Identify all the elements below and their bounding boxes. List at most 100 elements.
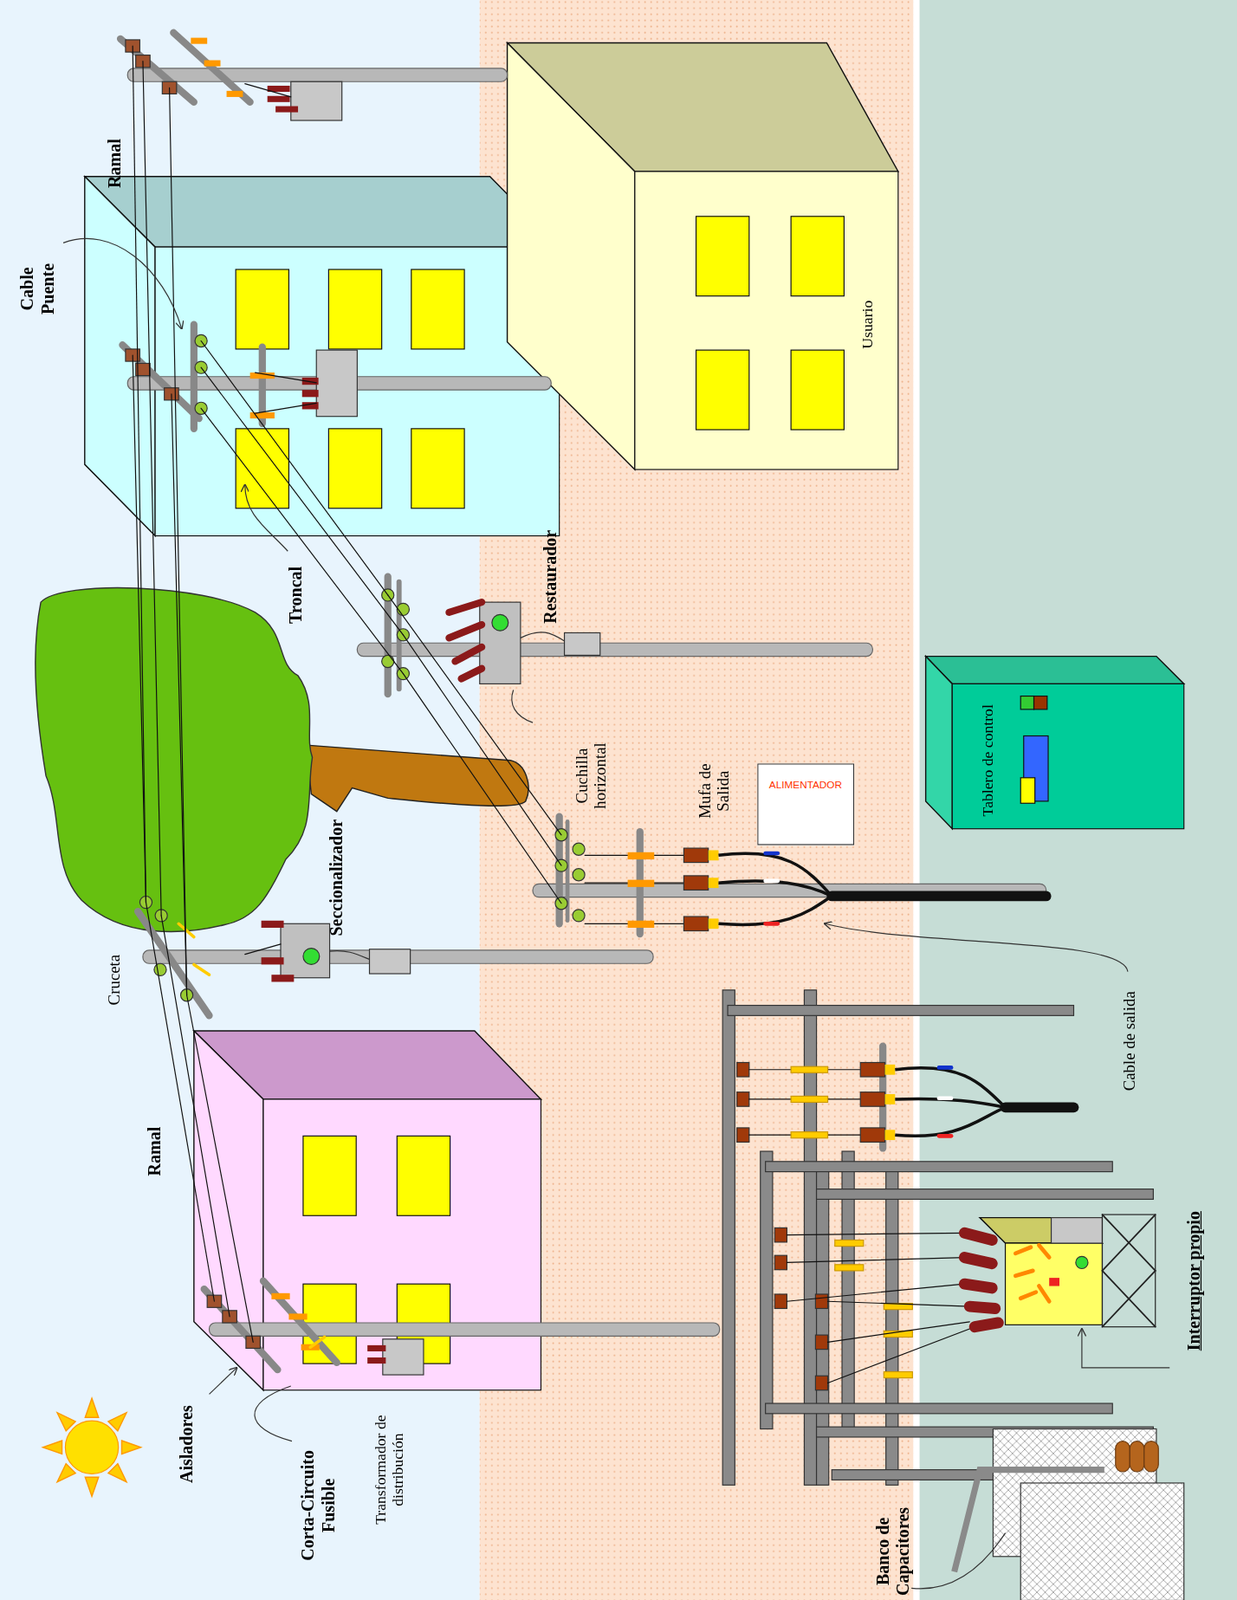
bushing	[261, 957, 285, 965]
phase-marker	[765, 851, 778, 856]
bushing	[367, 1357, 386, 1364]
crossarm	[173, 32, 250, 103]
part-label: Banco de Capacitores	[873, 1500, 914, 1600]
tree-crown	[35, 588, 313, 933]
insulator	[774, 1294, 787, 1309]
cable-termination	[860, 1062, 885, 1077]
lattice	[1101, 1214, 1155, 1271]
sun-ray	[108, 1412, 127, 1432]
lattice-tower	[1101, 1214, 1155, 1328]
lattice	[1101, 1270, 1155, 1328]
phase-marker	[939, 1065, 952, 1070]
termination-tip	[885, 1064, 896, 1076]
cable-termination	[860, 1092, 885, 1107]
insulator	[790, 1095, 828, 1102]
pole	[127, 68, 507, 82]
cable-termination	[683, 848, 708, 862]
cable-termination	[683, 916, 708, 931]
insulator	[628, 852, 655, 860]
output-cable	[831, 891, 1046, 902]
sun-ray	[122, 1440, 142, 1454]
part-label: Cable de salida	[1120, 969, 1140, 1113]
wire	[786, 1283, 965, 1302]
cable-termination	[683, 875, 708, 890]
structure-beam	[765, 1161, 1114, 1173]
capacitor-can	[1144, 1441, 1159, 1472]
circuit-breaker	[1005, 1243, 1103, 1325]
insulator	[628, 920, 655, 928]
wire	[245, 944, 281, 955]
wire	[786, 1232, 965, 1235]
insulator	[737, 1127, 750, 1142]
sun-ray	[57, 1463, 76, 1483]
bushing	[974, 1322, 998, 1328]
crossarm	[204, 1288, 279, 1370]
recloser	[479, 602, 521, 684]
output-cable	[718, 853, 832, 896]
wire	[828, 1321, 971, 1343]
wire	[828, 1327, 976, 1384]
insulator	[737, 1062, 750, 1077]
part-label: Mufa de Salida	[695, 755, 733, 827]
bushing	[454, 647, 482, 661]
structure-post	[722, 990, 735, 1485]
leader-line	[911, 1533, 1005, 1589]
bushing	[275, 106, 298, 113]
node-text: Usuario	[858, 300, 876, 350]
cable-termination	[860, 1127, 885, 1142]
bushing	[271, 974, 294, 982]
status-lamp	[492, 614, 509, 631]
part-label: Seccionalizador	[326, 801, 347, 955]
bushing	[461, 668, 483, 680]
wire	[145, 902, 214, 1302]
window	[411, 428, 465, 509]
breaker-top	[979, 1217, 1102, 1244]
panel-display	[1020, 777, 1035, 804]
leader-line	[511, 689, 533, 723]
insulator	[190, 38, 208, 45]
wire	[142, 61, 162, 916]
building-side	[507, 42, 635, 469]
panel-top	[926, 656, 1185, 685]
insulator	[204, 60, 221, 67]
insulator	[883, 1372, 913, 1379]
control-panel-box: Tablero de control	[952, 683, 1184, 829]
bushing	[448, 602, 482, 613]
building-front	[155, 246, 560, 536]
window	[328, 269, 382, 350]
panel-lamp	[1020, 696, 1034, 710]
insulator	[815, 1294, 828, 1309]
breaker-contact	[1015, 1247, 1031, 1254]
structure-beam	[816, 1189, 1154, 1200]
phase-marker	[765, 878, 778, 883]
part-label: Transformador de distribución	[372, 1403, 409, 1536]
part-label: Troncal	[285, 544, 306, 647]
insulator	[628, 880, 655, 888]
termination-tip	[885, 1094, 896, 1105]
status-lamp	[303, 948, 320, 965]
insulator	[154, 963, 167, 976]
window	[396, 1135, 450, 1216]
output-cable	[894, 1068, 1005, 1108]
part-label: Cuchilla horizontal	[573, 726, 611, 824]
wire	[388, 595, 562, 836]
jumper	[194, 964, 210, 975]
pole	[356, 642, 873, 656]
wire	[786, 1257, 965, 1263]
output-cable	[894, 1098, 1005, 1108]
wire	[132, 45, 146, 903]
control-panel	[952, 683, 1184, 829]
insulator	[271, 1293, 290, 1300]
building-front	[634, 171, 899, 470]
wire	[200, 341, 389, 596]
breaker-contact	[1038, 1244, 1050, 1257]
insulator	[790, 1132, 828, 1139]
insulator	[737, 1092, 750, 1107]
output-cable	[718, 880, 832, 896]
bushing	[969, 1306, 995, 1309]
structure-beam	[765, 1403, 1114, 1414]
building-front	[263, 1099, 541, 1391]
insulator	[835, 1264, 864, 1271]
building-roof	[84, 176, 560, 247]
